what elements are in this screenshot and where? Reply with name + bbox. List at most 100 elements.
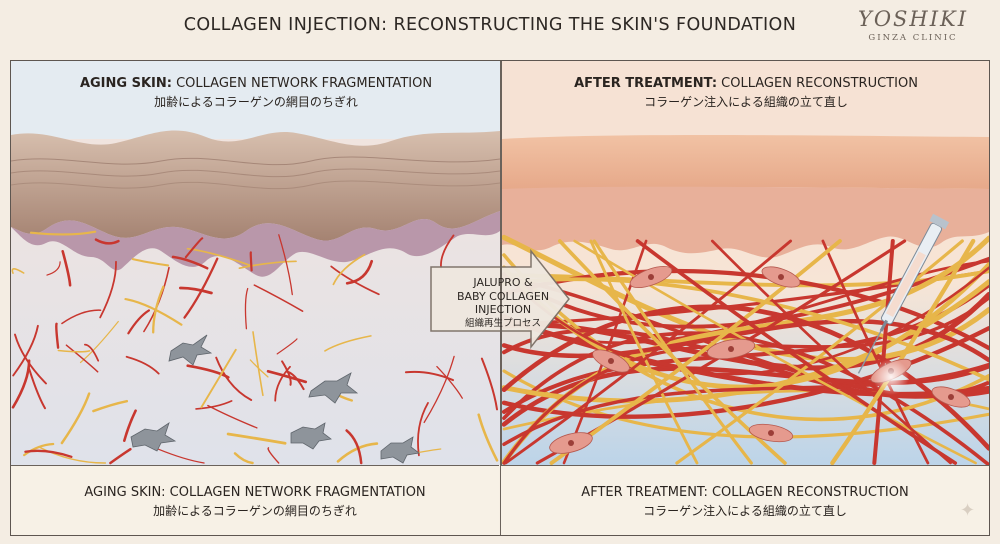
collagen-fragment xyxy=(281,360,292,386)
collagen-strand xyxy=(501,304,989,451)
collagen-fragment xyxy=(12,324,39,377)
treatment-heading: AFTER TREATMENT: COLLAGEN RECONSTRUCTION… xyxy=(511,75,981,125)
collagen-fragment xyxy=(109,447,132,465)
collagen-fragment xyxy=(123,409,137,442)
collagen-fragment xyxy=(417,402,429,457)
collagen-fragment xyxy=(157,448,205,464)
injection-jp: 組織再生プロセス xyxy=(464,317,541,329)
collagen-strand xyxy=(502,277,989,382)
collagen-fragment xyxy=(99,260,117,319)
collagen-fragment xyxy=(65,344,99,373)
collagen-fragment xyxy=(186,364,230,379)
collagen-fragment xyxy=(249,251,253,272)
collagen-strand xyxy=(501,326,989,419)
collagen-fragment xyxy=(131,258,170,267)
treatment-heading-rest: COLLAGEN RECONSTRUCTION xyxy=(717,76,918,91)
collagen-strand xyxy=(589,239,699,465)
aging-caption-en: AGING SKIN: COLLAGEN NETWORK FRAGMENTATI… xyxy=(84,485,426,500)
collagen-fragment xyxy=(274,365,291,402)
collagen-strand xyxy=(502,362,989,447)
collagen-fragment xyxy=(55,322,60,349)
treatment-caption: AFTER TREATMENT: COLLAGEN RECONSTRUCTION… xyxy=(501,465,989,535)
collagen-fragment xyxy=(332,253,366,286)
collagen-strand xyxy=(830,238,976,466)
logo-name: YOSHIKI xyxy=(857,7,969,31)
collagen-fragment xyxy=(29,230,97,236)
treatment-heading-jp: コラーゲン注入による組織の立て直し xyxy=(644,95,848,109)
aging-heading-bold: AGING SKIN: xyxy=(79,76,172,91)
collagen-fragment xyxy=(253,284,304,312)
syringe-icon xyxy=(857,213,950,374)
collagen-fragment xyxy=(436,365,463,399)
collagen-fragment xyxy=(324,335,372,352)
collagen-fragment xyxy=(440,234,455,270)
collagen-strand xyxy=(592,239,753,465)
aging-heading-jp: 加齢によるコラーゲンの網目のちぎれ xyxy=(154,95,358,109)
collagen-fragment xyxy=(195,400,233,410)
collagen-strand xyxy=(501,316,989,397)
panel-divider xyxy=(500,61,502,535)
collagen-fragment xyxy=(152,285,165,334)
fibroblast-cells-aging xyxy=(130,334,420,464)
injection-line3: INJECTION xyxy=(474,303,532,316)
collagen-strand xyxy=(504,239,793,465)
collagen-fragment xyxy=(57,349,91,353)
collagen-fragment xyxy=(285,370,305,391)
collagen-strand xyxy=(573,239,977,465)
collagen-fragment xyxy=(127,309,150,335)
collagen-fragment xyxy=(238,260,297,270)
collagen-fragment xyxy=(124,298,183,326)
injection-line1: JALUPRO & xyxy=(473,276,533,289)
collagen-fragment xyxy=(267,447,280,464)
collagen-strand xyxy=(501,318,989,363)
skin-illustration xyxy=(11,61,989,467)
collagen-fragment xyxy=(179,286,213,295)
collagen-fragment xyxy=(79,320,119,364)
collagen-fragment xyxy=(184,237,204,259)
collagen-fragment xyxy=(11,359,31,409)
collagen-fragment xyxy=(423,355,455,424)
logo-subtitle: GINZA CLINIC xyxy=(868,33,958,43)
collagen-strand xyxy=(675,239,964,465)
collagen-fragment xyxy=(14,333,47,385)
collagen-fragment xyxy=(233,452,254,465)
collagen-fragment xyxy=(92,399,129,413)
collagen-fragment xyxy=(226,432,287,445)
page-title: COLLAGEN INJECTION: RECONSTRUCTING THE S… xyxy=(183,15,797,35)
collagen-fragment xyxy=(345,429,363,465)
collagen-fragment xyxy=(61,309,102,325)
collagen-fragment xyxy=(24,449,73,458)
treatment-caption-jp: コラーゲン注入による組織の立て直し xyxy=(643,504,847,518)
collagen-fragment xyxy=(200,348,237,409)
collagen-fragment xyxy=(46,261,61,276)
treatment-caption-en: AFTER TREATMENT: COLLAGEN RECONSTRUCTION xyxy=(581,485,909,500)
aging-caption-jp: 加齢によるコラーゲンの網目のちぎれ xyxy=(153,504,357,518)
collagen-fragment xyxy=(61,250,72,287)
aging-skin-panel xyxy=(11,61,501,465)
collagen-strand xyxy=(502,331,989,467)
collagen-strand xyxy=(502,369,989,439)
collagen-fragment xyxy=(278,234,293,296)
collagen-strand xyxy=(872,239,895,465)
collagen-strand xyxy=(502,256,989,329)
collagen-fragment xyxy=(94,238,120,245)
collagen-fragment xyxy=(345,259,374,285)
collagen-fragment xyxy=(330,265,380,296)
collagen-fragment xyxy=(38,446,107,464)
clinic-logo[interactable]: YOSHIKI GINZA CLINIC xyxy=(838,6,988,52)
collagen-fragment xyxy=(252,331,264,397)
collagen-strand xyxy=(502,266,989,376)
sparkle-icon: ✦ xyxy=(960,500,976,521)
collagen-fragment xyxy=(244,287,249,330)
collagen-fragment xyxy=(215,356,253,401)
collagen-fibers-left xyxy=(11,230,499,465)
collagen-fragment xyxy=(404,370,454,382)
collagen-fragment xyxy=(60,392,91,445)
collagen-fragment xyxy=(11,268,25,274)
collagen-fragment xyxy=(28,368,46,410)
treatment-heading-bold: AFTER TREATMENT: xyxy=(574,76,718,91)
collagen-fragment xyxy=(171,255,209,270)
aging-heading-rest: COLLAGEN NETWORK FRAGMENTATION xyxy=(171,76,433,91)
collagen-fragment xyxy=(23,442,55,457)
aging-skin-caption: AGING SKIN: COLLAGEN NETWORK FRAGMENTATI… xyxy=(11,465,499,535)
